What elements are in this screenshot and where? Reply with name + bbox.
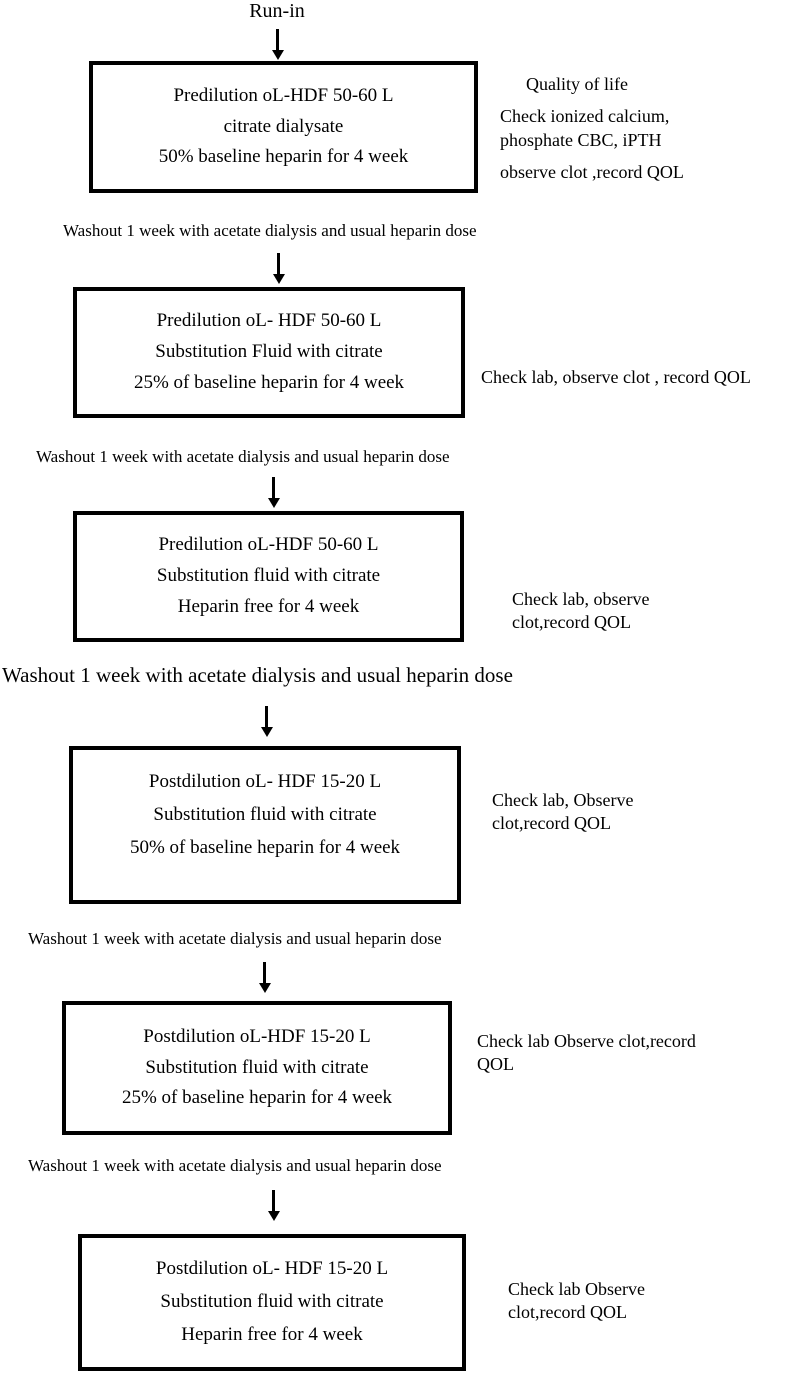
arrow-step-4-to-step-5 [263,962,266,984]
step-box-5[interactable]: Postdilution oL-HDF 15-20 L Substitution… [62,1001,452,1135]
step-1-side-note: Quality of life Check ionized calcium, p… [500,73,790,185]
step-1-line-2: citrate dialysate [223,115,344,137]
arrow-run-in-to-step-1 [276,29,279,51]
step-6-note-line-2: clot,record QOL [508,1302,627,1323]
step-2-side-note: Check lab, observe clot , record QOL [481,366,800,389]
step-2-line-1: Predilution oL- HDF 50-60 L [156,310,382,332]
washout-caption-2: Washout 1 week with acetate dialysis and… [36,447,450,466]
step-1-line-1: Predilution oL-HDF 50-60 L [173,84,394,106]
step-1-note-line-4: observe clot ,record QOL [500,162,684,183]
step-3-note-line-2: clot,record QOL [512,612,631,633]
step-2-line-3: 25% of baseline heparin for 4 week [133,371,405,393]
step-1-note-line-1: Quality of life [526,74,628,94]
washout-caption-3: Washout 1 week with acetate dialysis and… [2,663,513,687]
step-4-line-3: 50% of baseline heparin for 4 week [129,836,401,858]
step-4-line-2: Substitution fluid with citrate [153,803,377,825]
arrow-step-2-to-step-3 [272,477,275,499]
step-1-note-line-2: Check ionized calcium, [500,106,670,127]
step-5-line-3: 25% of baseline heparin for 4 week [121,1087,393,1109]
step-3-side-note: Check lab, observe clot,record QOL [512,588,782,635]
washout-caption-4: Washout 1 week with acetate dialysis and… [28,929,442,948]
step-box-2[interactable]: Predilution oL- HDF 50-60 L Substitution… [73,287,465,418]
step-1-note-line-3: phosphate CBC, iPTH [500,129,662,150]
run-in-label: Run-in [249,0,305,22]
step-box-1[interactable]: Predilution oL-HDF 50-60 L citrate dialy… [89,61,478,193]
step-5-note-line-1: Check lab Observe clot,record [477,1031,696,1051]
step-3-note-line-1: Check lab, observe [512,589,650,609]
step-3-line-3: Heparin free for 4 week [177,595,360,617]
step-4-note-line-1: Check lab, Observe [492,790,634,810]
washout-caption-1: Washout 1 week with acetate dialysis and… [63,221,477,240]
step-box-3[interactable]: Predilution oL-HDF 50-60 L Substitution … [73,511,464,642]
step-6-line-2: Substitution fluid with citrate [160,1291,384,1313]
step-4-note-line-2: clot,record QOL [492,813,611,834]
step-6-side-note: Check lab Observe clot,record QOL [508,1278,778,1325]
step-5-line-1: Postdilution oL-HDF 15-20 L [143,1025,371,1047]
arrow-step-5-to-step-6 [272,1190,275,1212]
step-5-side-note: Check lab Observe clot,record QOL [477,1030,787,1077]
step-6-line-1: Postdilution oL- HDF 15-20 L [155,1258,389,1280]
washout-caption-5: Washout 1 week with acetate dialysis and… [28,1156,442,1175]
arrow-step-3-to-step-4 [265,706,268,728]
step-1-line-3: 50% baseline heparin for 4 week [158,146,409,168]
step-2-note-line-1: Check lab, observe clot , record QOL [481,367,751,387]
step-6-line-3: Heparin free for 4 week [181,1323,363,1345]
step-2-line-2: Substitution Fluid with citrate [155,341,383,363]
step-5-note-line-2: QOL [477,1054,514,1075]
arrow-step-1-to-step-2 [277,253,280,275]
step-3-line-1: Predilution oL-HDF 50-60 L [158,534,379,556]
step-3-line-2: Substitution fluid with citrate [156,565,381,587]
step-5-line-2: Substitution fluid with citrate [145,1056,369,1078]
step-6-note-line-1: Check lab Observe [508,1279,645,1299]
step-4-line-1: Postdilution oL- HDF 15-20 L [148,771,382,792]
step-4-side-note: Check lab, Observe clot,record QOL [492,789,762,836]
step-box-6[interactable]: Postdilution oL- HDF 15-20 L Substitutio… [78,1234,466,1371]
step-box-4[interactable]: Postdilution oL- HDF 15-20 L Substitutio… [69,746,461,904]
